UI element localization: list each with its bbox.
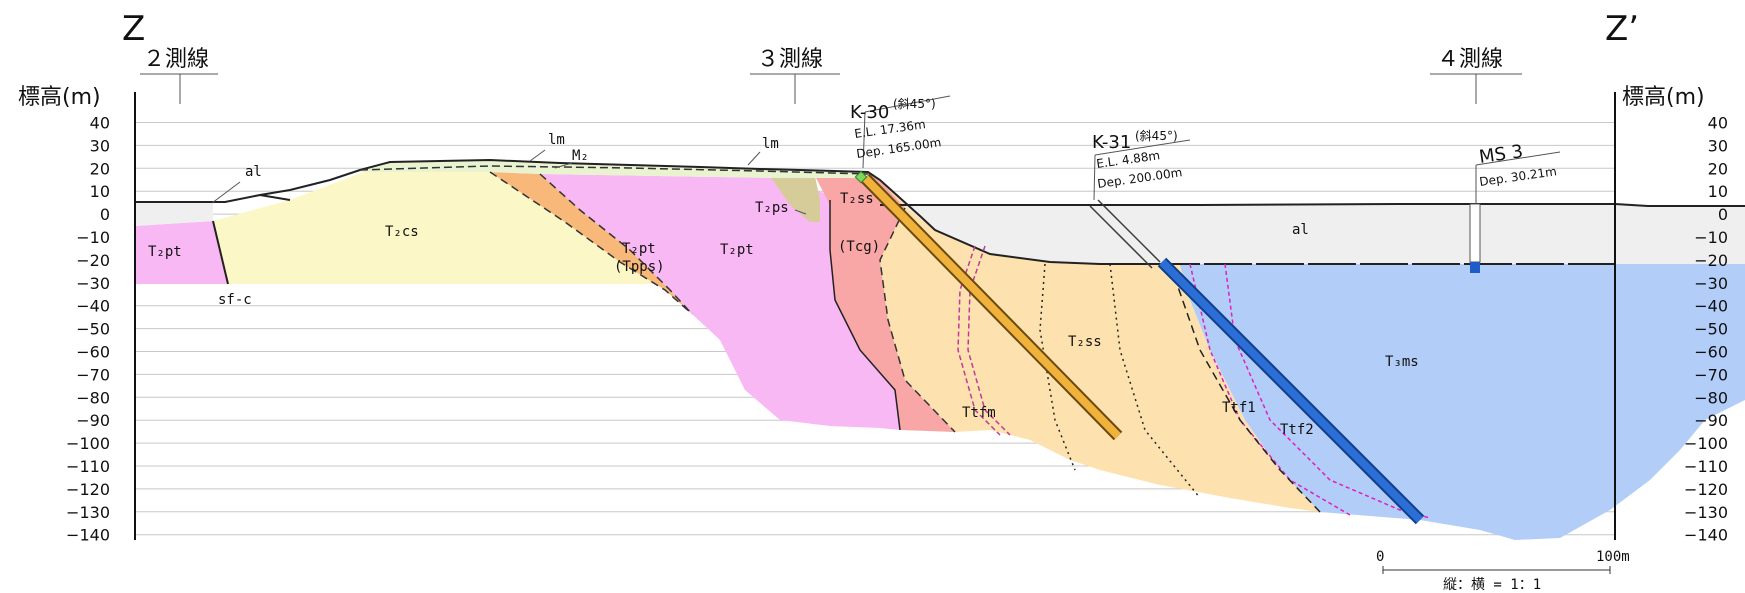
elevation-tick-label: 30 [1708, 136, 1728, 155]
elevation-tick-label: −20 [1694, 251, 1728, 270]
t2pt-left-polygon [135, 221, 228, 284]
label-t3ms: T₃ms [1385, 354, 1419, 370]
label-t2pt-tpps: T₂pt [622, 241, 656, 257]
elevation-tick-label: 20 [90, 159, 110, 178]
elevation-tick-label: −20 [76, 251, 110, 270]
elevation-tick-label: −90 [1694, 411, 1728, 430]
elevation-tick-label: −40 [76, 297, 110, 316]
survey-line-3: ３測線 [750, 47, 840, 104]
label-tcg: (Tcg) [838, 239, 880, 255]
elevation-tick-label: −50 [1694, 320, 1728, 339]
elevation-tick-label: −130 [1684, 503, 1728, 522]
label-t2ps: T₂ps [755, 200, 789, 216]
unit-labels: al lm M₂ lm T₂pt sf-c T₂cs T₂pt (Tpps) T… [148, 132, 1419, 438]
k31-inclination: (斜45°) [1135, 129, 1178, 143]
ms3-marker [1470, 262, 1480, 273]
t2pt-mid-polygon [540, 174, 900, 430]
elevation-tick-label: −60 [76, 343, 110, 362]
t2ss-tcg-polygon [815, 172, 955, 432]
label-m2: M₂ [572, 148, 589, 164]
elevation-tick-label: −120 [1684, 480, 1728, 499]
elevation-tick-label: −30 [76, 274, 110, 293]
svg-text:３測線: ３測線 [757, 47, 823, 72]
right-section-end: Z’ [1605, 9, 1639, 49]
elevation-tick-label: −110 [66, 457, 110, 476]
elevation-tick-label: 0 [1718, 205, 1728, 224]
elevation-tick-label: −30 [1694, 274, 1728, 293]
k31-name: K-31 [1092, 132, 1131, 153]
elevation-tick-label: −50 [76, 320, 110, 339]
left-axis-title: 標高(m) [18, 85, 101, 110]
elevation-tick-label: −80 [1694, 388, 1728, 407]
scale-start: 0 [1376, 549, 1384, 565]
alluvium-polygon [135, 202, 213, 226]
elevation-tick-label: 20 [1708, 159, 1728, 178]
elevation-tick-label: 30 [90, 136, 110, 155]
right-axis-title: 標高(m) [1622, 85, 1705, 110]
t3ms-polygon [1175, 264, 1745, 540]
borehole-labels: K-30 (斜45°) E.L. 17.36m Dep. 165.00m K-3… [850, 97, 1558, 191]
elevation-tick-label: 40 [1708, 114, 1728, 133]
elevation-tick-label: −70 [1694, 365, 1728, 384]
survey-line-4: ４測線 [1430, 47, 1522, 104]
k30-name: K-30 [850, 102, 889, 123]
label-ttf1: Ttf1 [1222, 400, 1256, 416]
k30-collar-marker [854, 170, 868, 184]
label-t2pt-left: T₂pt [148, 244, 182, 260]
elevation-tick-label: −130 [66, 503, 110, 522]
elevation-tick-label: 10 [1708, 182, 1728, 201]
label-al-right: al [1292, 222, 1309, 238]
survey-line-2: ２測線 [140, 47, 218, 104]
label-lm-1: lm [548, 132, 565, 148]
elevation-tick-label: −140 [1684, 526, 1728, 545]
elevation-tick-label: −10 [76, 228, 110, 247]
t2ps-polygon [770, 176, 820, 222]
label-t2cs: T₂cs [385, 224, 419, 240]
elevation-tick-label: −110 [1684, 457, 1728, 476]
elevation-tick-label: −90 [76, 411, 110, 430]
elevation-tick-label: 40 [90, 114, 110, 133]
label-tpps: (Tpps) [614, 259, 665, 275]
surface-lm-polygon [360, 160, 868, 178]
t2cs-polygon [213, 162, 665, 284]
elevation-tick-label: −120 [66, 480, 110, 499]
label-lm-2: lm [762, 136, 779, 152]
label-t2pt-mid: T₂pt [720, 242, 754, 258]
alluvium-right-polygon [880, 204, 1745, 264]
svg-text:４測線: ４測線 [1437, 47, 1503, 72]
k30-inclination: (斜45°) [893, 97, 936, 111]
ground-surface-line [259, 158, 1175, 265]
geology-units [135, 160, 1745, 540]
svg-text:２測線: ２測線 [143, 47, 209, 72]
borehole-k30 [854, 95, 1123, 441]
elevation-tick-label: −60 [1694, 343, 1728, 362]
scale-bar: 0 100m 縦：横 = 1：1 [1376, 549, 1630, 593]
elevation-tick-label: −70 [76, 365, 110, 384]
left-elevation-ticks: 40 30 20 10 0 −10 −20 −30 −40 −50 −60 −70 −80 −90 −100… [66, 114, 110, 545]
scale-ratio: 縦：横 = 1：1 [1443, 577, 1541, 593]
label-ttfm: Ttfm [962, 405, 996, 421]
label-t2ss-tcg: T₂ss [840, 191, 874, 207]
scale-end: 100m [1596, 549, 1630, 565]
label-ttf2: Ttf2 [1280, 422, 1314, 438]
elevation-tick-label: 10 [90, 182, 110, 201]
elevation-tick-label: −140 [66, 526, 110, 545]
label-al-left: al [245, 164, 262, 180]
borehole-k31 [1089, 139, 1425, 525]
elevation-tick-label: 0 [100, 205, 110, 224]
elevation-tick-label: −100 [1684, 434, 1728, 453]
label-sf-c: sf-c [218, 292, 252, 308]
elevation-tick-label: −100 [66, 434, 110, 453]
structure-lines [135, 158, 1745, 519]
label-t2ss: T₂ss [1068, 334, 1102, 350]
elevation-tick-label: −80 [76, 388, 110, 407]
right-elevation-ticks: 40 30 20 10 0 −10 −20 −30 −40 −50 −60 −70 −80 −90 −100… [1684, 114, 1728, 545]
left-section-end: Z [122, 9, 145, 49]
elevation-tick-label: −10 [1694, 228, 1728, 247]
borehole-ms3 [1469, 151, 1561, 273]
elevation-tick-label: −40 [1694, 297, 1728, 316]
